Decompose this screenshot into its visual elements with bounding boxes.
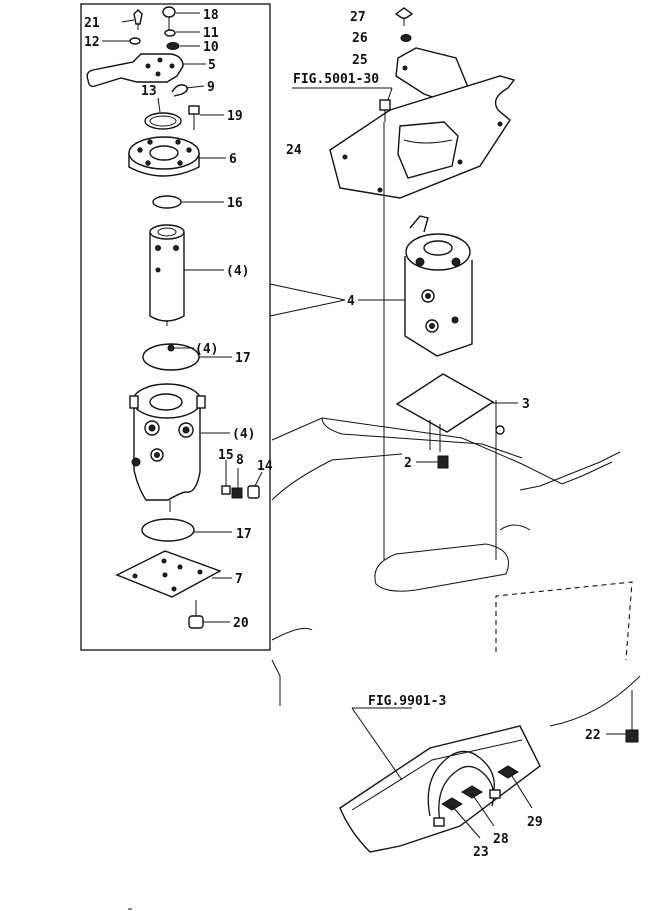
- fig-5001-30-bolt: [379, 99, 391, 122]
- callout-18: 18: [203, 8, 219, 23]
- leader-14: [254, 471, 263, 487]
- part-15-plug: [221, 485, 231, 495]
- leader-9: [185, 85, 205, 89]
- leader-23: [451, 805, 481, 839]
- exploded-view-frame: [80, 3, 271, 651]
- callout-2: 2: [404, 456, 412, 471]
- callout-25: 25: [352, 53, 368, 68]
- callout-27: 27: [350, 10, 366, 25]
- callout-22: 22: [585, 728, 601, 743]
- part-19-bolt: [188, 105, 200, 130]
- part-24-frame-plate: [329, 75, 516, 199]
- hose-bracket-assembly: [339, 725, 541, 853]
- part-18-bolt: [162, 6, 176, 30]
- callout-6: 6: [229, 152, 237, 167]
- leader-frame-top: [269, 283, 346, 301]
- part-27-bolt: [394, 7, 414, 26]
- callout-4a: (4): [226, 264, 249, 279]
- part-3-plate: [395, 373, 505, 452]
- part-9-clip: [171, 84, 189, 97]
- part-10-washer: [166, 42, 180, 50]
- callout-29: 29: [527, 815, 543, 830]
- callout-10: 10: [203, 40, 219, 55]
- callout-4: 4: [347, 294, 355, 309]
- callout-20: 20: [233, 616, 249, 631]
- callout-17a: 17: [235, 351, 251, 366]
- figure-ref-top: FIG.5001-30: [293, 72, 379, 87]
- callout-24: 24: [286, 143, 302, 158]
- callout-4c: (4): [232, 427, 255, 442]
- callout-11: 11: [203, 26, 219, 41]
- leader-29: [511, 775, 533, 809]
- part-4-swivel-joint-installed: [404, 215, 473, 357]
- leader-21: [121, 19, 135, 23]
- part-5-cover-plate: [86, 53, 184, 88]
- part-16-o-ring: [152, 195, 182, 209]
- callout-28: 28: [493, 832, 509, 847]
- callout-26: 26: [352, 31, 368, 46]
- part-4-swivel-body: [129, 383, 206, 512]
- part-2-bolt: [437, 455, 449, 469]
- leader-frame-bottom: [269, 299, 346, 317]
- part-14-cap: [247, 485, 260, 499]
- callout-21: 21: [84, 16, 100, 31]
- callout-17b: 17: [236, 527, 252, 542]
- dashed-cover-outline: [495, 581, 633, 661]
- callout-13: 13: [141, 84, 157, 99]
- callout-19: 19: [227, 109, 243, 124]
- callout-14: 14: [257, 459, 273, 474]
- part-12-washer: [129, 37, 141, 45]
- part-11-washer: [164, 29, 176, 37]
- part-20-bolt: [188, 600, 204, 629]
- part-4-rotor: [149, 224, 185, 326]
- part-6-flange: [128, 136, 200, 177]
- part-22-bolt: [625, 690, 639, 743]
- callout-9: 9: [207, 80, 215, 95]
- callout-4b: (4): [195, 342, 218, 357]
- callout-3: 3: [522, 397, 530, 412]
- callout-5: 5: [208, 58, 216, 73]
- part-8-nipple: [231, 487, 243, 499]
- part-17-o-ring-lower: [141, 518, 195, 542]
- figure-ref-bottom: FIG.9901-3: [368, 694, 446, 709]
- callout-23: 23: [473, 845, 489, 860]
- leader-28: [471, 793, 495, 827]
- leader-fig-5001-b: [387, 87, 393, 101]
- part-21-bolt: [133, 9, 143, 30]
- part-26-washer: [400, 34, 412, 42]
- callout-8: 8: [236, 453, 244, 468]
- callout-16: 16: [227, 196, 243, 211]
- part-13-o-ring: [144, 112, 182, 130]
- chassis-outline-lower: [549, 675, 641, 727]
- callout-12: 12: [84, 35, 100, 50]
- leader-13: [157, 97, 161, 113]
- part-7-bottom-plate: [115, 550, 222, 598]
- chassis-outline: [271, 417, 621, 706]
- callout-7: 7: [235, 572, 243, 587]
- callout-15: 15: [218, 448, 234, 463]
- leader-fig-9901-b: [351, 707, 403, 781]
